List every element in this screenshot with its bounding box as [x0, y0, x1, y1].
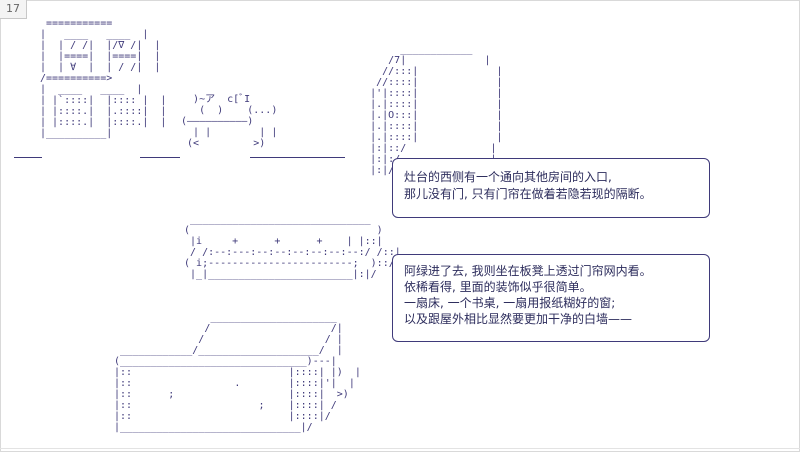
narration-box-2-line-3: 一扇床, 一个书桌, 一扇用报纸糊好的窗; [404, 296, 616, 310]
bed-art: ______________________________ ( ) |i + … [184, 214, 401, 280]
jar-table-art: )~ア c[ﾞI ( ) (...) (——————————) | | | | … [181, 94, 278, 149]
narration-box-2-line-1: 阿绿进了去, 我则坐在板凳上透过门帘网内看。 [404, 264, 652, 278]
narration-box-1 [392, 158, 710, 218]
floor-line-left [14, 157, 42, 158]
narration-box-2-line-4: 以及跟屋外相比显然要更加干净的白墙—— [404, 312, 633, 326]
narration-box-2 [392, 254, 710, 342]
cabinet-art: =========== | ____ ____ | | | / /| |/∇ /… [40, 18, 167, 139]
narration-box-1-line-2: 那儿没有门, 只有门帘在做着若隐若现的隔断。 [404, 187, 652, 201]
floor-line-right [250, 157, 345, 158]
doorway-art: ____________ /7| | //:::| | //::::| | |'… [370, 44, 503, 176]
narration-box-2-line-2: 依稀看得, 里面的装饰似乎很简单。 [404, 280, 592, 294]
floor-line-mid [140, 157, 180, 158]
page-number: 17 [0, 0, 27, 19]
narration-box-1-line-1: 灶台的西侧有一个通向其他房间的入口, [404, 170, 612, 184]
bottom-divider [0, 448, 800, 449]
desk-art: _____________________ / /| / / | _______… [114, 312, 361, 433]
